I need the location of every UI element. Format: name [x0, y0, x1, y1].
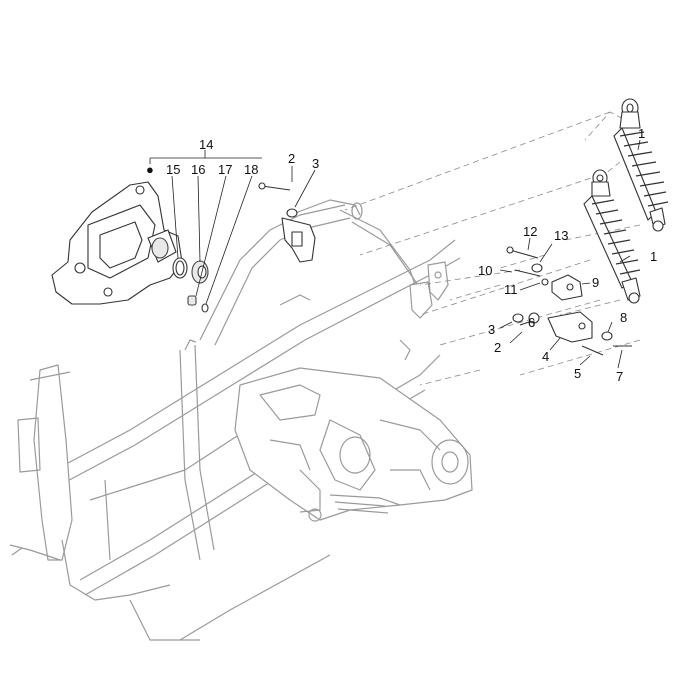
- callout-9[interactable]: 9: [592, 275, 599, 290]
- bracket-4: [547, 311, 593, 343]
- callout-3-top[interactable]: 3: [312, 156, 319, 171]
- callout-5[interactable]: 5: [574, 366, 581, 381]
- kit-marker: ●: [146, 162, 154, 177]
- bolt-12: [506, 246, 539, 259]
- shock-absorber-rear-left: [583, 169, 641, 304]
- callout-10[interactable]: 10: [478, 263, 492, 278]
- washer-8: [601, 331, 613, 341]
- shock-absorber-rear-right: [613, 98, 669, 232]
- bolt-10: [514, 269, 541, 277]
- callout-16[interactable]: 16: [191, 162, 205, 177]
- bolt-5: [581, 345, 604, 356]
- callout-7[interactable]: 7: [616, 369, 623, 384]
- callout-2-top[interactable]: 2: [288, 151, 295, 166]
- washer-13: [531, 263, 543, 273]
- callout-11[interactable]: 11: [504, 282, 518, 297]
- callout-15[interactable]: 15: [166, 162, 180, 177]
- swing-arm-bracket: [51, 181, 183, 305]
- washer-18: [201, 303, 209, 313]
- washer-3-lower: [512, 313, 524, 323]
- callout-8[interactable]: 8: [620, 310, 627, 325]
- assembly-guide-lines: [344, 111, 641, 386]
- callout-2-low[interactable]: 2: [494, 340, 501, 355]
- snap-ring-15: [172, 257, 188, 279]
- callout-1-top[interactable]: 1: [638, 126, 645, 141]
- callout-14[interactable]: 14: [199, 137, 213, 152]
- callout-18[interactable]: 18: [244, 162, 258, 177]
- callout-17[interactable]: 17: [218, 162, 232, 177]
- leader-lines: [149, 139, 641, 369]
- engine-unit: [234, 367, 473, 522]
- bracket-9: [551, 274, 583, 301]
- callout-1-mid[interactable]: 1: [650, 249, 657, 264]
- callout-13[interactable]: 13: [554, 228, 568, 243]
- scooter-frame: [9, 199, 461, 641]
- bushing-17: [187, 295, 197, 306]
- upper-shock-mount: [258, 182, 316, 263]
- callout-labels: 14 ● 15 16 17 18 2 3 1 1 12 13 10 11 9 3…: [146, 126, 657, 384]
- washer-11: [541, 278, 549, 286]
- callout-4[interactable]: 4: [542, 349, 549, 364]
- callout-3-low[interactable]: 3: [488, 322, 495, 337]
- callout-12[interactable]: 12: [523, 224, 537, 239]
- callout-6[interactable]: 6: [528, 315, 535, 330]
